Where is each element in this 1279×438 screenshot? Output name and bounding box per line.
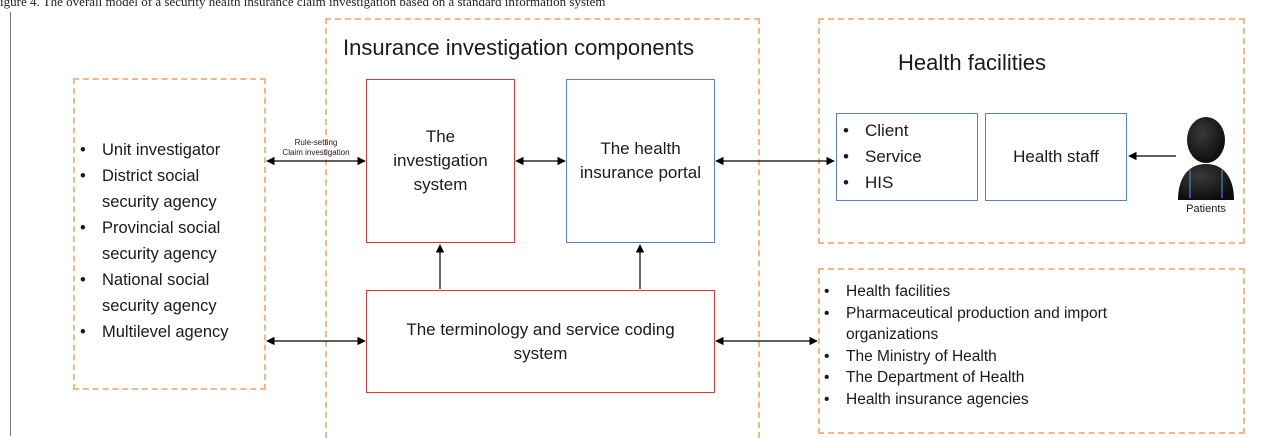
investigation-system-box: The investigation system [366,79,515,243]
health-insurance-portal-box: The health insurance portal [566,79,715,243]
patient-person-icon [1178,117,1234,200]
left-actors-region [73,78,266,390]
health-facilities-title: Health facilities [898,50,1046,75]
claim-investigation-label: Claim investigation [282,148,350,157]
actor-item: Provincial social security agency [80,215,260,267]
stakeholder-item: Health insurance agencies [824,389,1114,411]
stakeholder-item: The Ministry of Health [824,346,1114,368]
left-actors-list: Unit investigator District social securi… [80,137,260,345]
actor-item: National social security agency [80,267,260,319]
center-components-region [325,18,760,438]
terminology-system-box: The terminology and service coding syste… [366,290,715,393]
health-staff-box: Health staff [985,113,1127,201]
health-facilities-region [818,18,1245,244]
health-staff-label: Health staff [1013,147,1099,166]
center-section-title: Insurance investigation components [343,35,694,60]
actor-item: Unit investigator [80,137,260,163]
facility-inner-item: Service [843,144,922,170]
health-insurance-portal-label: The health insurance portal [580,139,701,182]
actor-item: District social security agency [80,163,260,215]
stakeholders-list: Health facilities Pharmaceutical product… [824,281,1114,410]
page-margin-line [10,12,11,436]
client-service-his-box: Client Service HIS [836,113,978,201]
terminology-system-label: The terminology and service coding syste… [406,319,675,363]
investigation-system-label: The investigation system [393,127,488,194]
patients-label: Patients [1186,203,1226,215]
client-service-his-list: Client Service HIS [837,118,922,196]
facility-inner-item: Client [843,118,922,144]
rule-setting-label: Rule-setting [294,138,338,147]
stakeholders-region [818,268,1245,434]
actor-item: Multilevel agency [80,319,260,345]
stakeholder-item: Health facilities [824,281,1114,303]
stakeholder-item: Pharmaceutical production and import org… [824,303,1114,346]
facility-inner-item: HIS [843,170,922,196]
figure-caption: igure 4. The overall model of a security… [0,0,606,9]
stakeholder-item: The Department of Health [824,367,1114,389]
